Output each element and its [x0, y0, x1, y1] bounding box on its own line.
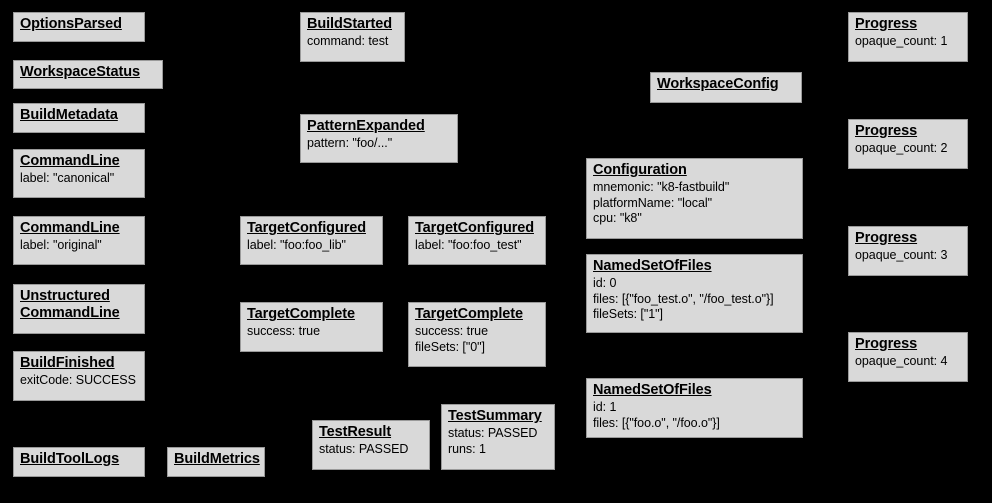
event-node-title: Configuration	[593, 162, 687, 178]
event-node-title: CommandLine	[20, 220, 120, 236]
event-node-title: NamedSetOfFiles	[593, 382, 712, 398]
event-node-workspace-config[interactable]: WorkspaceConfig	[650, 72, 802, 103]
event-node-build-tool-logs[interactable]: BuildToolLogs	[13, 447, 145, 477]
event-node-fields: opaque_count: 3	[855, 248, 948, 262]
event-node-command-line-canonical[interactable]: CommandLine label: "canonical"	[13, 149, 145, 198]
event-node-title: BuildFinished	[20, 355, 115, 371]
event-node-fields: exitCode: SUCCESS	[20, 373, 136, 387]
event-node-title: TestSummary	[448, 408, 542, 424]
event-node-title: Progress	[855, 123, 918, 139]
event-node-title: TargetConfigured	[247, 220, 366, 236]
event-node-target-configured-foo-test[interactable]: TargetConfigured label: "foo:foo_test"	[408, 216, 546, 265]
event-node-title: NamedSetOfFiles	[593, 258, 712, 274]
event-node-progress-1[interactable]: Progress opaque_count: 1	[848, 12, 968, 62]
event-node-fields: label: "foo:foo_test"	[415, 238, 522, 252]
event-node-title: WorkspaceConfig	[657, 76, 779, 92]
event-node-fields: opaque_count: 2	[855, 141, 948, 155]
event-node-progress-3[interactable]: Progress opaque_count: 3	[848, 226, 968, 276]
event-node-title: Progress	[855, 16, 918, 32]
event-node-title: OptionsParsed	[20, 16, 122, 32]
event-node-command-line-original[interactable]: CommandLine label: "original"	[13, 216, 145, 265]
event-node-fields: mnemonic: "k8-fastbuild" platformName: "…	[593, 180, 730, 225]
event-node-title: PatternExpanded	[307, 118, 425, 134]
event-node-progress-4[interactable]: Progress opaque_count: 4	[848, 332, 968, 382]
event-node-title: BuildMetadata	[20, 107, 118, 123]
event-node-title: BuildToolLogs	[20, 451, 120, 467]
event-node-title: Unstructured CommandLine	[20, 288, 120, 321]
event-node-fields: success: true	[247, 324, 320, 338]
event-node-workspace-status[interactable]: WorkspaceStatus	[13, 60, 163, 89]
event-node-fields: id: 0 files: [{"foo_test.o", "/foo_test.…	[593, 276, 774, 321]
event-node-options-parsed[interactable]: OptionsParsed	[13, 12, 145, 42]
event-node-title: Progress	[855, 336, 918, 352]
event-node-fields: id: 1 files: [{"foo.o", "/foo.o"}]	[593, 400, 720, 430]
event-node-fields: opaque_count: 1	[855, 34, 948, 48]
event-node-fields: status: PASSED runs: 1	[448, 426, 538, 456]
event-node-test-result[interactable]: TestResult status: PASSED	[312, 420, 430, 470]
event-node-unstructured-command-line[interactable]: Unstructured CommandLine	[13, 284, 145, 334]
event-node-fields: success: true fileSets: ["0"]	[415, 324, 488, 354]
event-node-fields: opaque_count: 4	[855, 354, 948, 368]
event-node-build-started[interactable]: BuildStarted command: test	[300, 12, 405, 62]
event-node-build-metrics[interactable]: BuildMetrics	[167, 447, 265, 477]
event-node-fields: status: PASSED	[319, 442, 409, 456]
event-node-target-configured-foo-lib[interactable]: TargetConfigured label: "foo:foo_lib"	[240, 216, 383, 265]
event-node-title: CommandLine	[20, 153, 120, 169]
event-node-title: TestResult	[319, 424, 392, 440]
event-node-configuration[interactable]: Configuration mnemonic: "k8-fastbuild" pl…	[586, 158, 803, 239]
event-node-named-set-of-files-0[interactable]: NamedSetOfFiles id: 0 files: [{"foo_test.…	[586, 254, 803, 333]
event-node-title: Progress	[855, 230, 918, 246]
event-node-target-complete-lib[interactable]: TargetComplete success: true	[240, 302, 383, 352]
event-node-progress-2[interactable]: Progress opaque_count: 2	[848, 119, 968, 169]
event-node-fields: command: test	[307, 34, 389, 48]
event-node-build-finished[interactable]: BuildFinished exitCode: SUCCESS	[13, 351, 145, 401]
event-node-title: TargetConfigured	[415, 220, 534, 236]
event-node-named-set-of-files-1[interactable]: NamedSetOfFiles id: 1 files: [{"foo.o", "…	[586, 378, 803, 438]
event-node-title: WorkspaceStatus	[20, 64, 140, 80]
event-node-title: BuildStarted	[307, 16, 393, 32]
event-node-fields: label: "foo:foo_lib"	[247, 238, 346, 252]
event-node-title: TargetComplete	[415, 306, 523, 322]
event-node-fields: label: "canonical"	[20, 171, 115, 185]
event-node-pattern-expanded[interactable]: PatternExpanded pattern: "foo/..."	[300, 114, 458, 163]
event-node-fields: pattern: "foo/..."	[307, 136, 393, 150]
event-node-test-summary[interactable]: TestSummary status: PASSED runs: 1	[441, 404, 555, 470]
event-node-target-complete-test[interactable]: TargetComplete success: true fileSets: ["…	[408, 302, 546, 367]
event-node-fields: label: "original"	[20, 238, 102, 252]
event-node-build-metadata[interactable]: BuildMetadata	[13, 103, 145, 133]
event-node-title: TargetComplete	[247, 306, 355, 322]
event-node-title: BuildMetrics	[174, 451, 260, 467]
